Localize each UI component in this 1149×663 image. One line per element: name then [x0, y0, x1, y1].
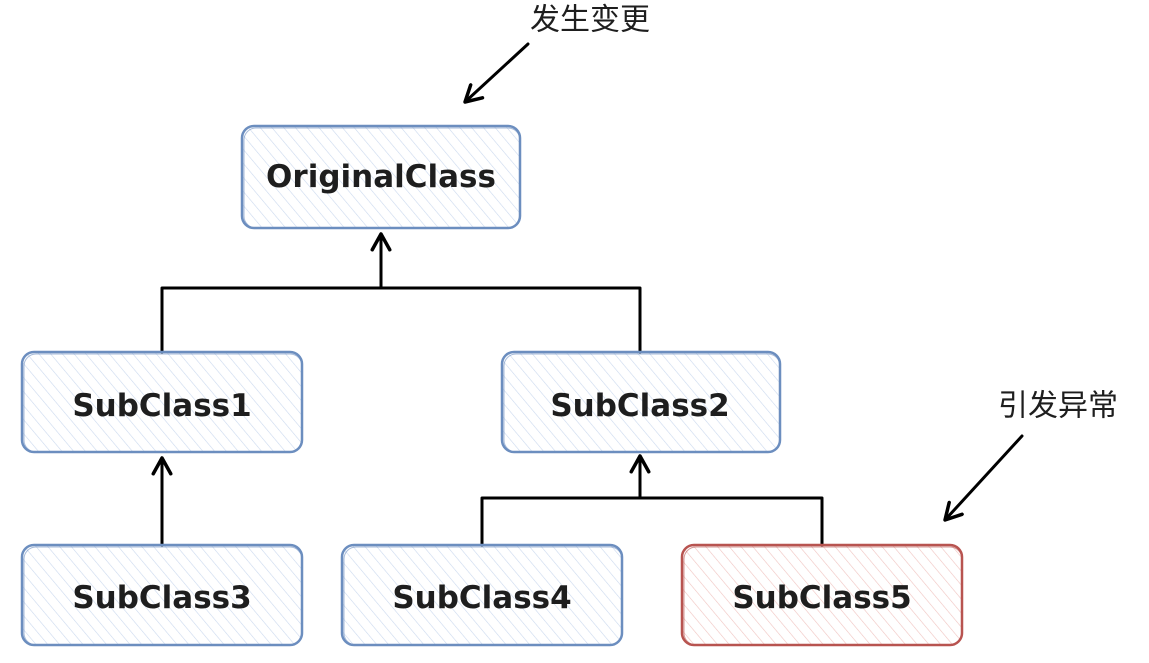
change-annotation: 发生变更: [530, 3, 650, 38]
node-original-class[interactable]: OriginalClass: [240, 124, 522, 230]
node-subclass3[interactable]: SubClass3: [20, 543, 304, 647]
node-subclass2[interactable]: SubClass2: [500, 350, 782, 454]
node-label: SubClass3: [72, 580, 251, 616]
node-label: OriginalClass: [266, 159, 496, 195]
change-arrow: [463, 42, 530, 104]
exception-arrow: [943, 434, 1024, 522]
node-subclass5[interactable]: SubClass5: [680, 543, 964, 647]
exception-annotation: 引发异常: [998, 389, 1118, 424]
node-subclass4[interactable]: SubClass4: [340, 543, 624, 647]
node-label: SubClass4: [392, 580, 571, 616]
node-label: SubClass5: [732, 580, 911, 616]
node-label: SubClass1: [72, 388, 251, 424]
connector-sub1-to-original: [160, 286, 642, 354]
connectors: [151, 232, 824, 547]
annotation-arrows: [463, 42, 1024, 522]
node-label: SubClass2: [550, 388, 729, 424]
connector-sub4-sub5: [480, 496, 824, 547]
node-subclass1[interactable]: SubClass1: [20, 350, 304, 454]
